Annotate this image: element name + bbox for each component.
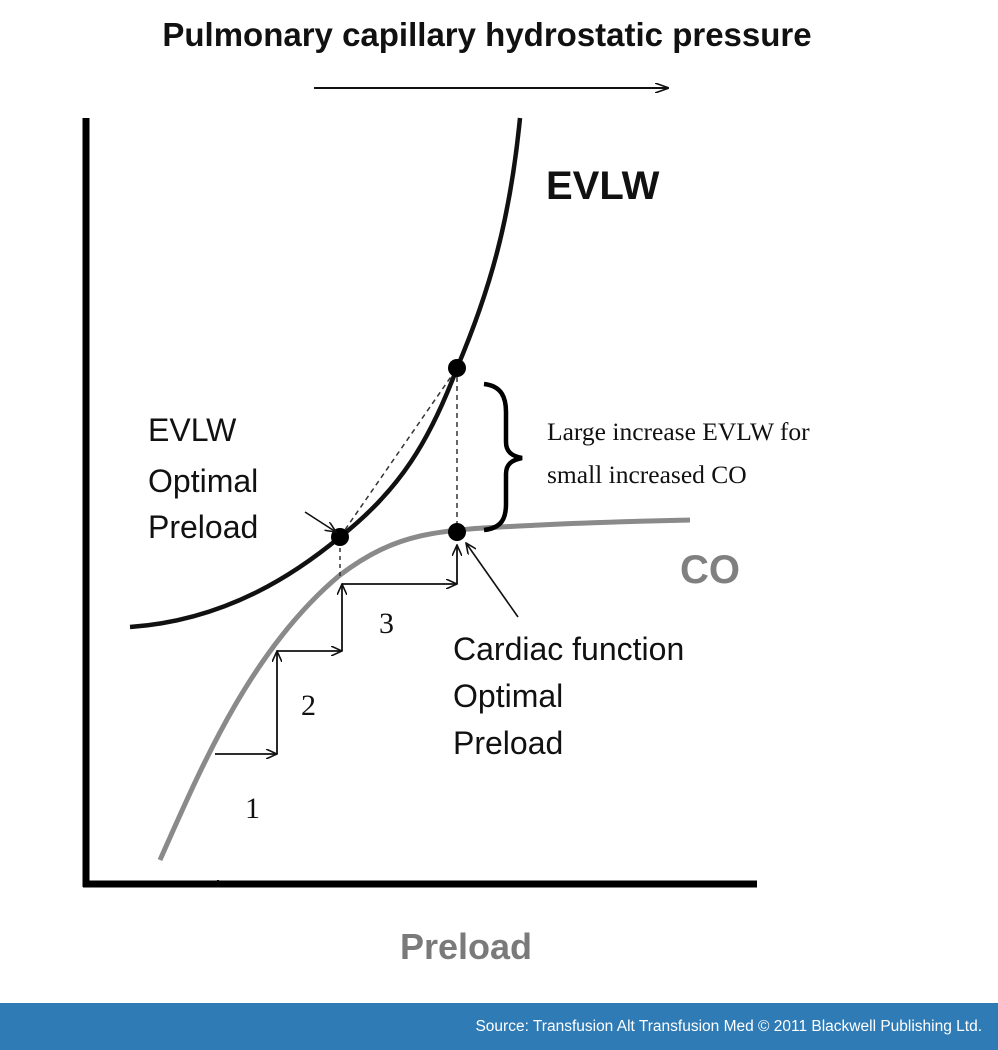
diagram-title: Pulmonary capillary hydrostatic pressure [162,16,811,53]
evlw-curve-label: EVLW [546,164,660,208]
evlw-curve [129,117,523,630]
svg-text:Cardiac function: Cardiac function [453,631,684,667]
co-curve-label: CO [680,548,740,592]
evlw-optimal-annotation: EVLW Optimal Preload [148,412,258,545]
evlw-high-point [448,359,466,377]
svg-text:EVLW: EVLW [148,412,237,448]
step-label-1: 1 [245,792,260,825]
source-footer: Source: Transfusion Alt Transfusion Med … [0,1003,998,1050]
evlw-optimal-pointer [304,511,336,532]
svg-text:Preload: Preload [148,509,258,545]
dashed-tangent-line [339,367,458,538]
cardiac-optimal-pointer [466,543,519,618]
curly-brace [483,381,523,533]
step-label-2: 2 [301,689,316,722]
svg-text:small increased CO: small increased CO [547,460,747,489]
large-increase-annotation: Large increase EVLW for small increased … [547,417,810,489]
svg-text:Large increase EVLW for: Large increase EVLW for [547,417,810,446]
svg-text:Optimal: Optimal [148,463,258,499]
fluid-step-arrows [215,545,457,754]
svg-text:Preload: Preload [453,725,563,761]
x-axis-label: Preload [400,926,532,967]
cardiac-optimal-annotation: Cardiac function Optimal Preload [453,631,684,761]
svg-text:Optimal: Optimal [453,678,563,714]
cardiac-optimal-point [448,523,466,541]
step-label-3: 3 [379,607,394,640]
co-curve [157,517,691,862]
source-text: Source: Transfusion Alt Transfusion Med … [475,1017,982,1035]
